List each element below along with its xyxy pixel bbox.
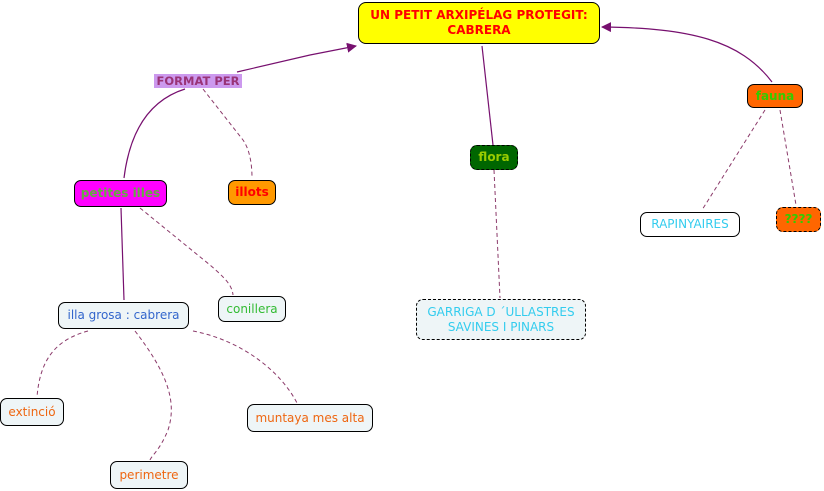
link-fauna-to-rapinyaires	[701, 109, 766, 211]
root-label-line2: CABRERA	[447, 23, 511, 37]
concept-muntaya[interactable]: muntaya mes alta	[247, 404, 373, 432]
concept-perimetre[interactable]: perimetre	[110, 461, 188, 489]
link-illa-to-perimetre	[134, 330, 172, 461]
link-illa-to-muntaya	[192, 330, 298, 404]
link-illa-to-extincio	[36, 330, 89, 398]
garriga-line1: GARRIGA D ´ULLASTRES	[427, 304, 575, 319]
garriga-line2: SAVINES I PINARS	[447, 319, 555, 334]
concept-extincio[interactable]: extinció	[0, 398, 64, 426]
link-format-to-root	[236, 42, 357, 73]
link-fauna-to-unknown	[779, 109, 797, 206]
link-flora-to-garriga	[493, 169, 501, 299]
root-label-line1: UN PETIT ARXIPÉLAG PROTEGIT:	[370, 8, 588, 22]
link-format-to-petites	[123, 88, 186, 179]
concept-petites-illes[interactable]: petites illes	[74, 180, 167, 207]
linking-phrase-format-per[interactable]: FORMAT PER	[154, 74, 242, 88]
concept-garriga[interactable]: GARRIGA D ´ULLASTRES SAVINES I PINARS	[416, 299, 586, 340]
link-fauna-to-root	[601, 22, 773, 83]
concept-unknown[interactable]: ????	[776, 207, 821, 232]
link-format-to-illots	[202, 88, 253, 179]
concept-fauna[interactable]: fauna	[747, 84, 803, 108]
concept-rapinyaires[interactable]: RAPINYAIRES	[640, 212, 740, 237]
link-petites-to-illa	[120, 207, 125, 301]
link-petites-to-conillera	[139, 207, 234, 296]
concept-illa-grosa[interactable]: illa grosa : cabrera	[58, 302, 189, 329]
root-concept-cabrera[interactable]: UN PETIT ARXIPÉLAG PROTEGIT: CABRERA	[358, 2, 600, 44]
link-root-to-flora	[481, 45, 494, 146]
concept-conillera[interactable]: conillera	[218, 296, 286, 322]
concept-illots[interactable]: illots	[228, 180, 276, 205]
concept-flora[interactable]: flora	[470, 145, 518, 170]
